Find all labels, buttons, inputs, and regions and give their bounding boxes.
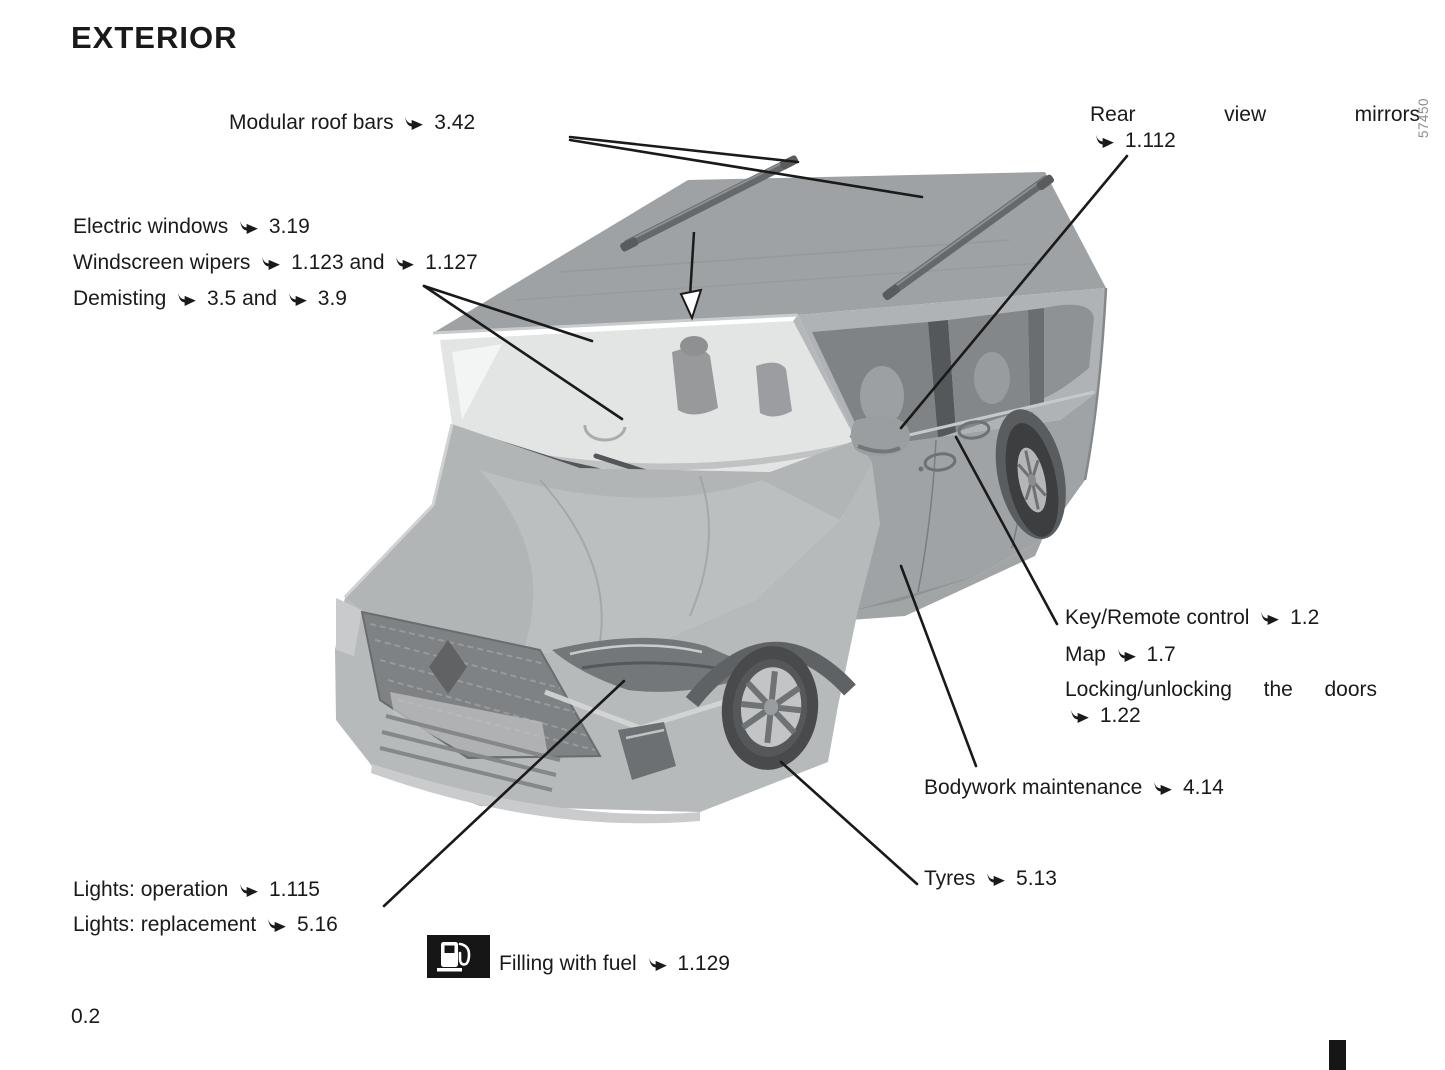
- fog-light: [618, 722, 676, 780]
- callout-mirror: [899, 154, 1129, 430]
- fuel-pump-icon: [427, 935, 490, 978]
- reference-arrow-icon: [1154, 781, 1172, 795]
- antenna-pointer: [679, 231, 703, 321]
- reference-arrow-icon: [648, 957, 667, 971]
- reference-arrow-icon: [262, 256, 281, 270]
- reference-arrow-icon: [240, 220, 258, 234]
- reference-arrow-icon: [240, 883, 258, 897]
- label-locking-unlocking-line2: 1.22: [1065, 704, 1141, 727]
- callout-lines: [382, 135, 1129, 908]
- label-map: Map 1.7: [1065, 643, 1176, 666]
- a-pillar-right: [793, 315, 860, 448]
- callout-lights: [382, 679, 626, 908]
- van-body: [335, 155, 1108, 824]
- image-code: 57450: [1416, 97, 1431, 138]
- reference-arrow-icon: [178, 292, 197, 306]
- label-rear-view-mirrors: Rear view mirrors 1.112: [1090, 102, 1420, 154]
- label-rear-view-mirrors-line1: Rear view mirrors: [1090, 103, 1420, 126]
- label-lights-replacement: Lights: replacement 5.16: [73, 913, 338, 936]
- door-handles: [918, 420, 991, 472]
- label-demisting: Demisting 3.5 and 3.9: [73, 287, 347, 310]
- label-tyres: Tyres 5.13: [924, 867, 1057, 890]
- page-title: EXTERIOR: [71, 20, 238, 55]
- reference-arrow-icon: [289, 292, 307, 306]
- label-rear-view-mirrors-line2: 1.112: [1090, 129, 1176, 152]
- lower-grille: [379, 692, 561, 792]
- label-modular-roof-bars: Modular roof bars 3.42: [229, 111, 476, 134]
- rear-wheel: [995, 409, 1066, 540]
- callout-tyres: [779, 760, 919, 886]
- reference-arrow-icon: [1117, 648, 1136, 662]
- callout-windscreen: [422, 284, 594, 343]
- reference-arrow-icon: [405, 116, 424, 130]
- c-pillar: [1028, 308, 1044, 408]
- label-locking-unlocking: Locking/unlocking the doors 1.22: [1065, 677, 1377, 729]
- roof-panel: [433, 172, 1106, 333]
- print-marker: [1329, 1040, 1346, 1070]
- label-filling-with-fuel: Filling with fuel 1.129: [499, 952, 730, 975]
- reference-arrow-icon: [1096, 134, 1114, 148]
- brand-logo: [429, 640, 467, 694]
- callout-roof-bar-left: [568, 135, 800, 164]
- label-lights-operation: Lights: operation 1.115: [73, 878, 320, 901]
- reference-arrow-icon: [987, 872, 1006, 886]
- rear-view-mirror: [849, 416, 910, 457]
- label-key-remote-control: Key/Remote control 1.2: [1065, 606, 1320, 629]
- front-wheel: [721, 646, 819, 770]
- page-number: 0.2: [71, 1005, 101, 1028]
- callout-bodywork: [899, 564, 978, 768]
- windscreen: [440, 321, 856, 472]
- reference-arrow-icon: [1071, 709, 1089, 723]
- front-seats: [672, 347, 718, 415]
- label-bodywork-maintenance: Bodywork maintenance 4.14: [924, 776, 1224, 799]
- callout-wiper: [422, 284, 624, 421]
- label-electric-windows: Electric windows 3.19: [73, 215, 310, 238]
- reference-arrow-icon: [1261, 611, 1280, 625]
- rear-quarter-glass: [1044, 304, 1094, 398]
- label-windscreen-wipers: Windscreen wipers 1.123 and 1.127: [73, 251, 478, 274]
- label-locking-unlocking-line1: Locking/unlocking the doors: [1065, 678, 1377, 701]
- callout-key-door: [954, 435, 1059, 626]
- callout-roof-bar-right: [568, 138, 924, 199]
- reference-arrow-icon: [396, 256, 415, 270]
- reference-arrow-icon: [268, 918, 286, 932]
